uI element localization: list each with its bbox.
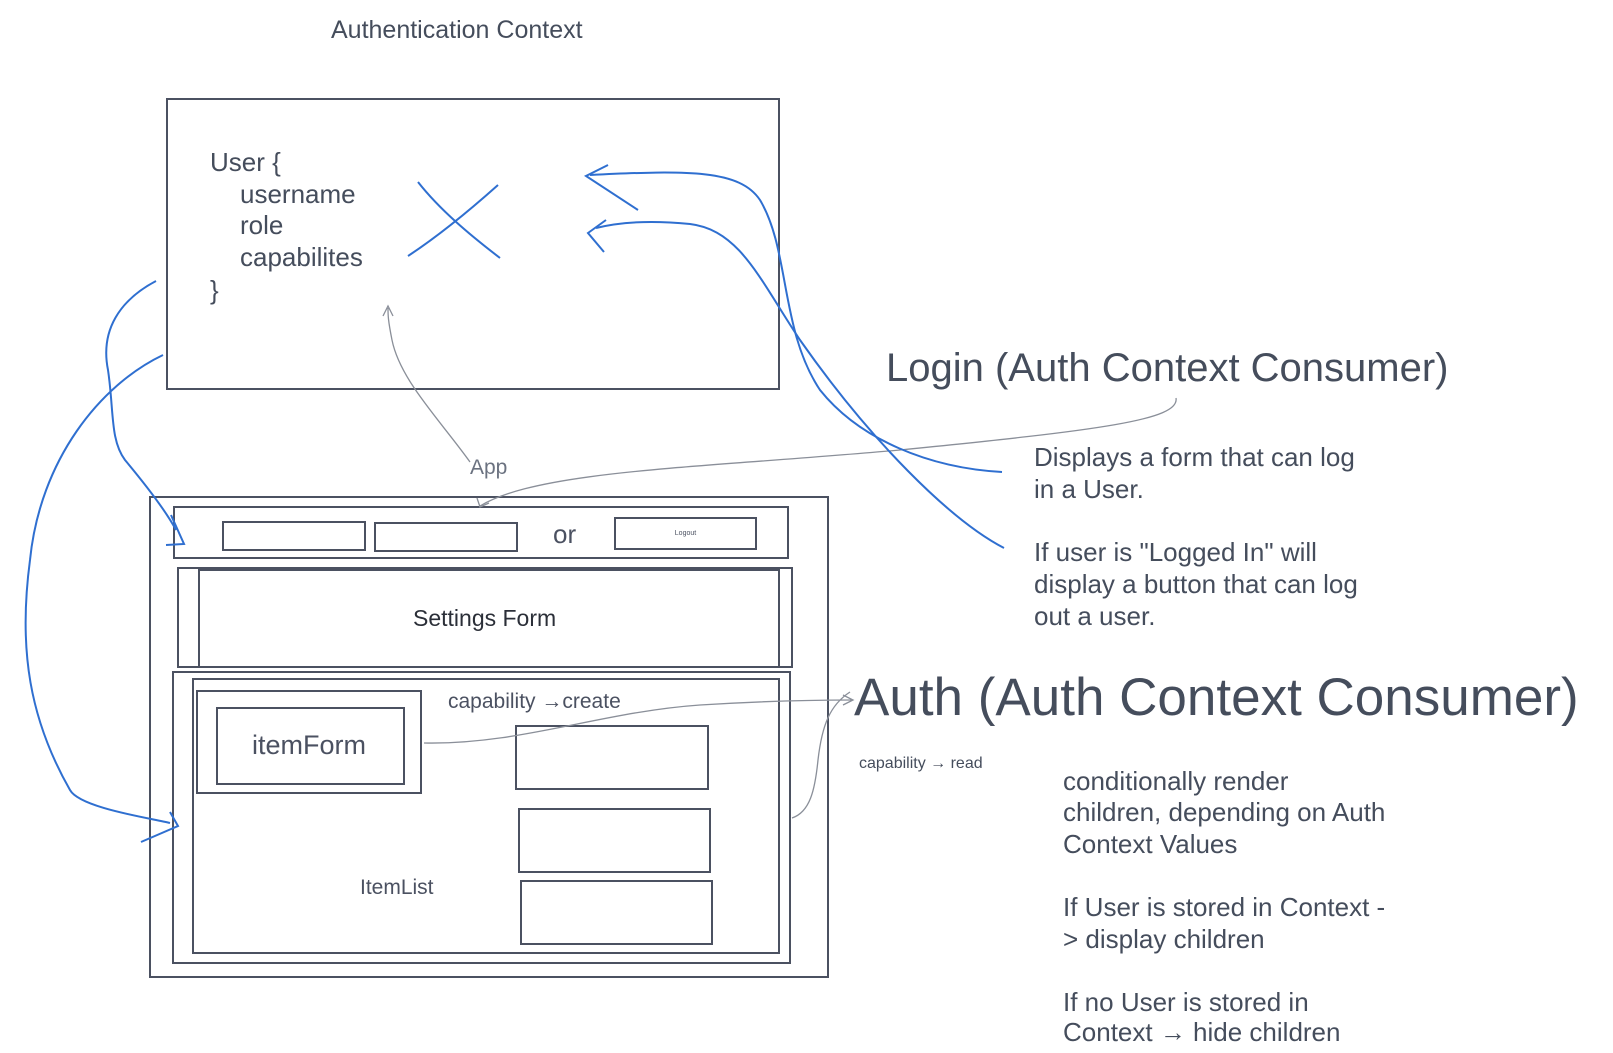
capability-read-label: capability → read [859,755,983,772]
settings-form-box [198,569,780,668]
user-object-close: } [210,275,219,305]
user-field-capabilities: capabilites [240,242,363,272]
user-object-open: User { [210,147,281,177]
auth-note-title: Auth (Auth Context Consumer) [854,668,1579,727]
auth-note-desc-2: children, depending on Auth [1063,797,1386,827]
username-input-sketch[interactable] [222,521,366,551]
login-note-if-1: If user is "Logged In" will [1034,537,1317,567]
item-list-label: ItemList [360,876,434,899]
or-label: or [553,519,577,549]
app-label: App [470,456,508,479]
user-field-username: username [240,179,356,209]
diagram-title: Authentication Context [331,16,583,44]
login-note-title: Login (Auth Context Consumer) [886,346,1449,390]
auth-note-stored-2: > display children [1063,924,1265,954]
login-note-if-2: display a button that can log [1034,569,1358,599]
login-note-desc-2: in a User. [1034,474,1144,504]
auth-note-desc-3: Context Values [1063,829,1238,859]
item-box-1 [515,725,709,790]
user-field-role: role [240,210,284,240]
capability-create-label: capability →create [448,690,621,713]
auth-inner-box [192,678,780,954]
auth-note-not-2: Context → hide children [1063,1017,1341,1047]
login-note-if-3: out a user. [1034,601,1156,631]
auth-note-desc-1: conditionally render [1063,766,1289,796]
login-note-desc-1: Displays a form that can log [1034,442,1355,472]
item-form-box [216,707,405,785]
item-form-outer [196,690,422,794]
password-input-sketch[interactable] [374,522,518,552]
item-box-2 [518,808,711,873]
item-form-label: itemForm [252,730,366,760]
auth-note-stored-1: If User is stored in Context - [1063,892,1386,922]
settings-form-label: Settings Form [413,605,557,631]
item-box-3 [520,880,713,945]
item-form-to-auth-arrowhead [842,694,855,706]
logout-label: Logout [674,530,697,537]
logout-button[interactable]: Logout [614,517,757,550]
auth-note-not-1: If no User is stored in [1063,987,1309,1017]
